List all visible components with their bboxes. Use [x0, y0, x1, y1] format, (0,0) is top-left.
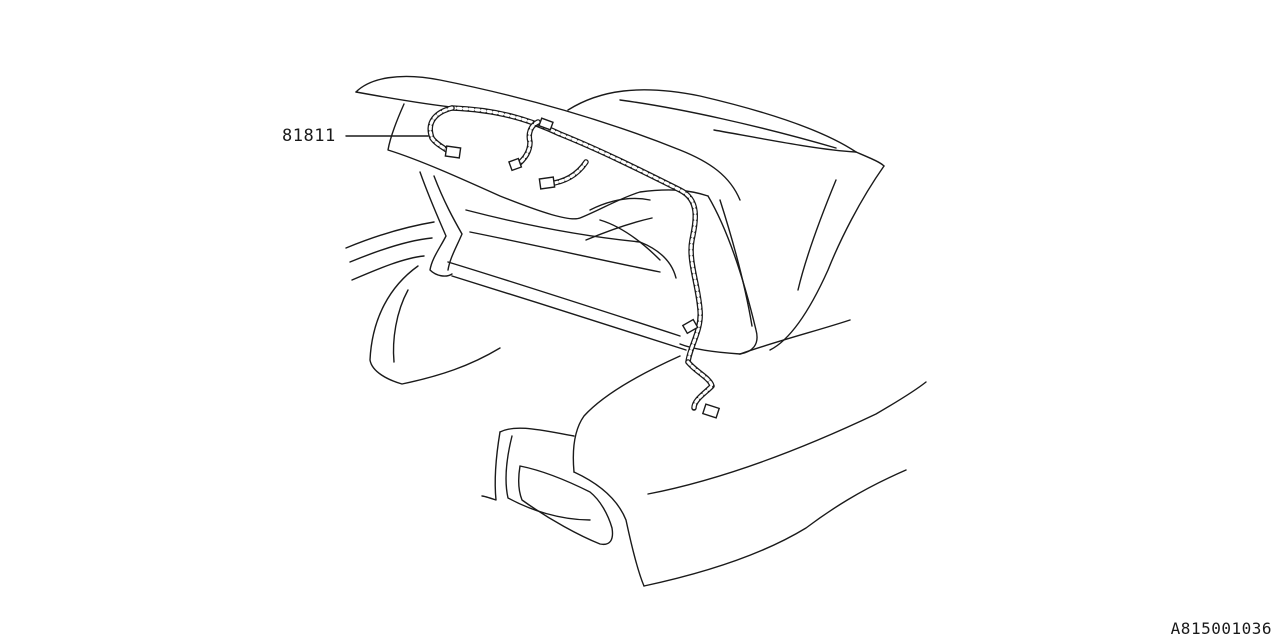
- rear-window-outline: [567, 89, 885, 351]
- trunk-lid-harness: [427, 105, 721, 419]
- trunk-lid-outline: [355, 75, 758, 355]
- part-number-label: 81811: [282, 126, 336, 146]
- rear-body-outline: [481, 319, 927, 587]
- rear-quarter-outline: [345, 221, 501, 385]
- diagram-id-label: A815001036: [1170, 619, 1272, 638]
